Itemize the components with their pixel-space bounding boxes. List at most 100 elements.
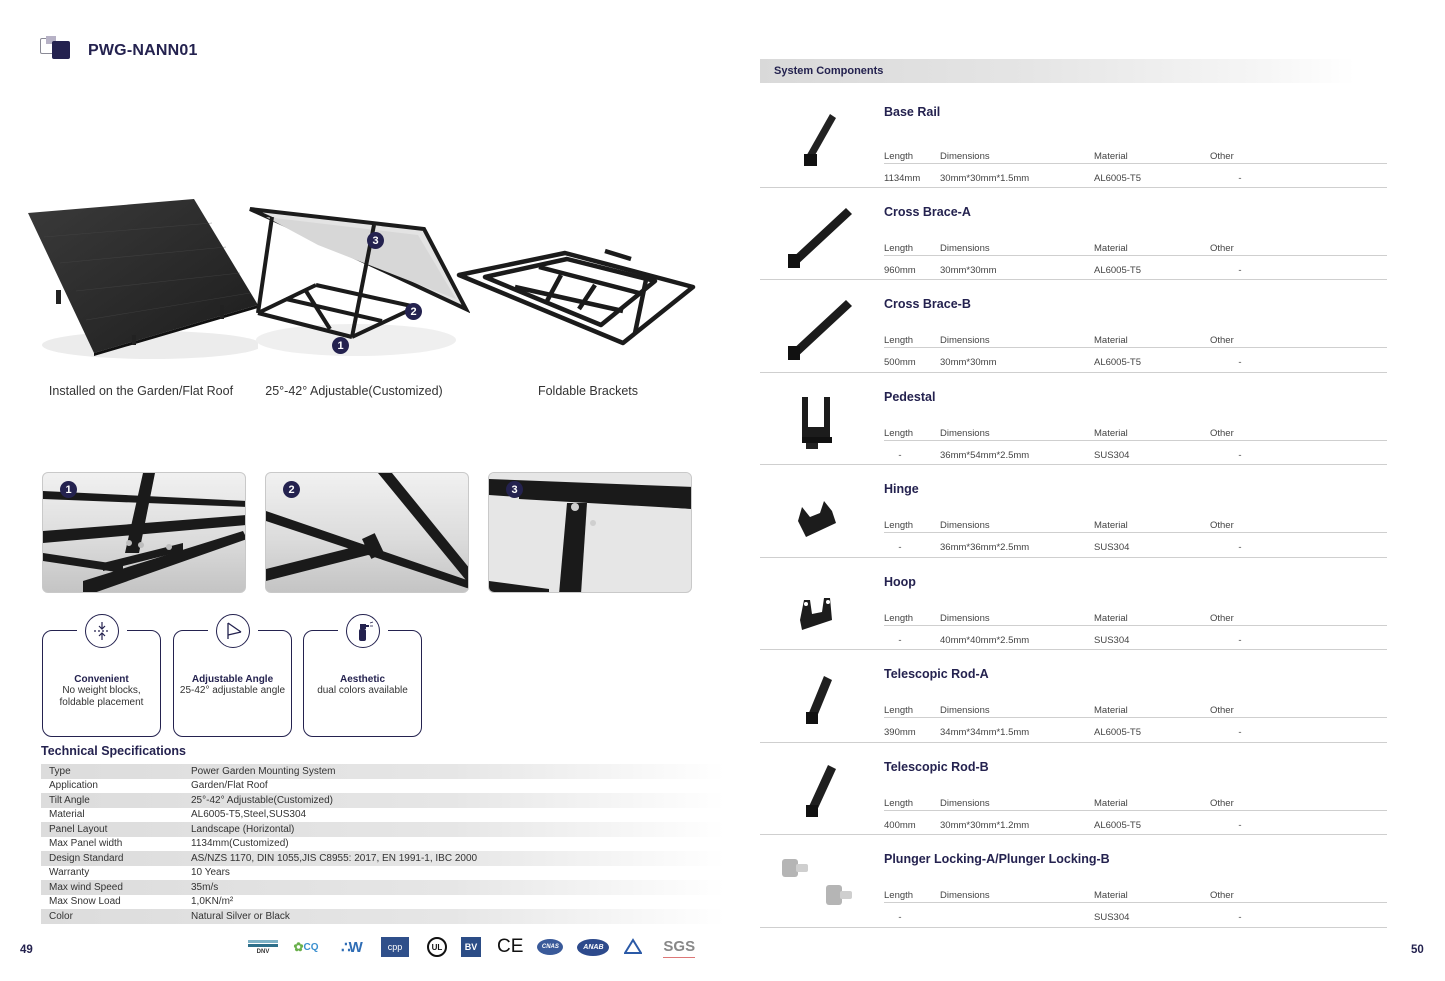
- compress-arrows-icon: [84, 614, 119, 648]
- callout-badge-1: 1: [332, 337, 349, 354]
- feature-card-aesthetic: Aesthetic dual colors available: [303, 614, 422, 737]
- tech-specs-table: Type Power Garden Mounting System Applica…: [41, 764, 725, 924]
- spec-value: 10 Years: [191, 867, 230, 879]
- spec-key: Max Panel width: [49, 838, 123, 850]
- spec-key: Color: [49, 910, 73, 922]
- telescopic-rod-a-image: [776, 660, 856, 740]
- sw-logo-icon: ∴W: [341, 939, 363, 956]
- cpp-logo-icon: cpp: [381, 937, 409, 957]
- feature-desc: No weight blocks,: [62, 685, 141, 696]
- cqc-logo-icon: ✿CQ: [293, 940, 319, 954]
- page-title: PWG-NANN01: [88, 42, 198, 59]
- spec-value: Landscape (Horizontal): [191, 823, 295, 835]
- spec-value: AS/NZS 1170, DIN 1055,JIS C8955: 2017, E…: [191, 852, 478, 864]
- certification-logos: DNV ✿CQ ∴W cpp UL BV CE CNAS ANAB SGS: [248, 934, 696, 960]
- spec-row: Tilt Angle 25°-42° Adjustable(Customized): [41, 793, 725, 808]
- spec-value: 1134mm(Customized): [191, 838, 289, 850]
- ul-logo-icon: UL: [427, 937, 447, 957]
- component-name: Base Rail: [884, 105, 941, 119]
- feature-title: Adjustable Angle: [191, 674, 274, 685]
- callout-badge-2: 2: [405, 303, 422, 320]
- spec-key: Max wind Speed: [49, 881, 123, 893]
- spec-row: Color Natural Silver or Black: [41, 909, 725, 924]
- spec-row: Max wind Speed 35m/s: [41, 880, 725, 895]
- spec-value: Power Garden Mounting System: [191, 765, 336, 777]
- feature-title: Convenient: [74, 674, 129, 685]
- plunger-locking-image: [776, 851, 866, 931]
- component-row-plunger-locking: Plunger Locking-A/Plunger Locking-B Leng…: [760, 835, 1387, 928]
- ce-logo-icon: CE: [497, 936, 524, 957]
- page-number-right: 50: [1411, 944, 1424, 956]
- hoop-image: [776, 572, 856, 652]
- detail-badge-3: 3: [506, 481, 523, 498]
- detail-badge-2: 2: [283, 481, 300, 498]
- hero-caption-installed: Installed on the Garden/Flat Roof: [48, 384, 234, 398]
- feature-desc: dual colors available: [317, 685, 408, 696]
- sgs-logo-icon: SGS: [663, 936, 696, 958]
- hero-image-installed-panel: [22, 195, 262, 365]
- spec-row: Type Power Garden Mounting System: [41, 764, 725, 779]
- spec-value: 1,0KN/m²: [191, 896, 234, 908]
- component-values: -SUS304-: [898, 912, 1242, 923]
- callout-badge-3: 3: [367, 232, 384, 249]
- component-name: Hoop: [884, 575, 916, 589]
- spec-value: 35m/s: [191, 881, 219, 893]
- spray-bottle-icon: [345, 614, 380, 648]
- feature-desc: 25-42° adjustable angle: [179, 685, 286, 696]
- component-name: Hinge: [884, 482, 919, 496]
- tech-specs-heading: Technical Specifications: [41, 744, 186, 758]
- hero-caption-foldable: Foldable Brackets: [537, 384, 639, 398]
- component-name: Telescopic Rod-A: [884, 667, 989, 681]
- spec-key: Type: [49, 765, 71, 777]
- base-rail-image: [776, 104, 856, 184]
- detail-photo-1-base: 1: [42, 472, 246, 593]
- component-name: Cross Brace-A: [884, 205, 971, 219]
- detail-badge-1: 1: [60, 481, 77, 498]
- component-name: Pedestal: [884, 390, 936, 404]
- tuv-logo-icon: [623, 936, 643, 958]
- angle-icon: [215, 614, 250, 648]
- spec-value: 25°-42° Adjustable(Customized): [191, 794, 333, 806]
- spec-key: Warranty: [49, 867, 90, 879]
- spec-value: AL6005-T5,Steel,SUS304: [191, 809, 307, 821]
- component-name: Plunger Locking-A/Plunger Locking-B: [884, 852, 1110, 866]
- hinge-image: [776, 477, 856, 557]
- hero-image-adjustable-frame: 3 2 1: [246, 195, 471, 365]
- detail-photo-3-hinge: 3: [488, 472, 692, 593]
- system-components-header: System Components: [760, 59, 1355, 83]
- spec-value: Garden/Flat Roof: [191, 780, 268, 792]
- spec-value: Natural Silver or Black: [191, 910, 290, 922]
- detail-photo-2-brace: 2: [265, 472, 469, 593]
- cnas-logo-icon: CNAS: [537, 939, 564, 955]
- anab-logo-icon: ANAB: [577, 938, 610, 956]
- spec-key: Tilt Angle: [49, 794, 90, 806]
- cross-brace-b-image: [776, 288, 856, 368]
- bv-logo-icon: BV: [461, 937, 481, 957]
- spec-row: Max Panel width 1134mm(Customized): [41, 837, 725, 852]
- feature-title: Aesthetic: [339, 674, 385, 685]
